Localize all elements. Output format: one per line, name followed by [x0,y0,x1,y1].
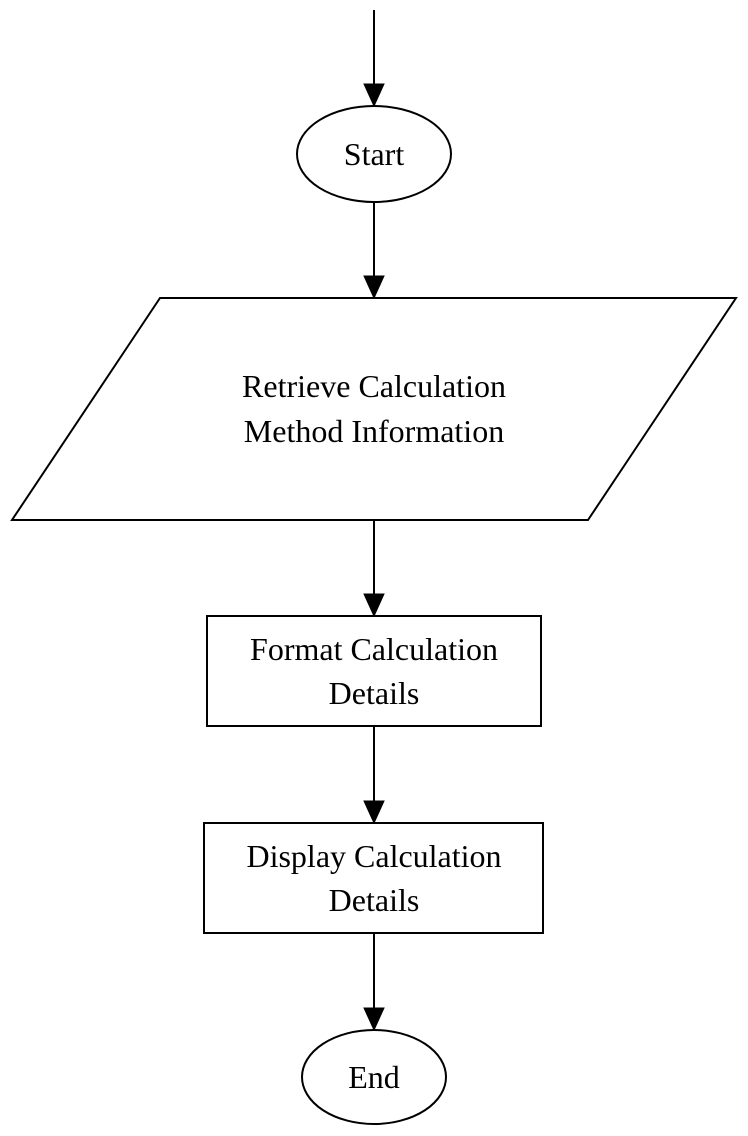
edge-format-to-display [363,726,385,825]
arrowhead [363,800,385,825]
retrieve-label-line-1: Retrieve Calculation [242,368,506,404]
retrieve-label-line-2: Method Information [244,413,504,449]
node-end: End [301,1029,447,1125]
edge-entry-to-start [363,10,385,108]
edge-start-to-retrieve [363,202,385,300]
display-label-line-2: Details [329,882,420,918]
end-ellipse [301,1029,447,1125]
end-label: End [348,1059,400,1095]
start-label: Start [344,136,405,172]
arrowhead [363,593,385,618]
node-display-calculation-details: Display Calculation Details [203,822,544,934]
format-label-line-2: Details [329,675,420,711]
arrowhead [363,275,385,300]
edge-retrieve-to-format [363,520,385,618]
node-start: Start [296,105,452,203]
node-format-calculation-details: Format Calculation Details [206,615,542,727]
arrowhead [363,83,385,108]
node-retrieve-calculation-method: Retrieve Calculation Method Information [10,297,738,521]
format-label-line-1: Format Calculation [250,631,498,667]
display-rectangle [203,822,544,934]
retrieve-parallelogram [10,297,738,521]
display-label-line-1: Display Calculation [246,838,501,874]
arrowhead [363,1007,385,1032]
edge-display-to-end [363,933,385,1032]
